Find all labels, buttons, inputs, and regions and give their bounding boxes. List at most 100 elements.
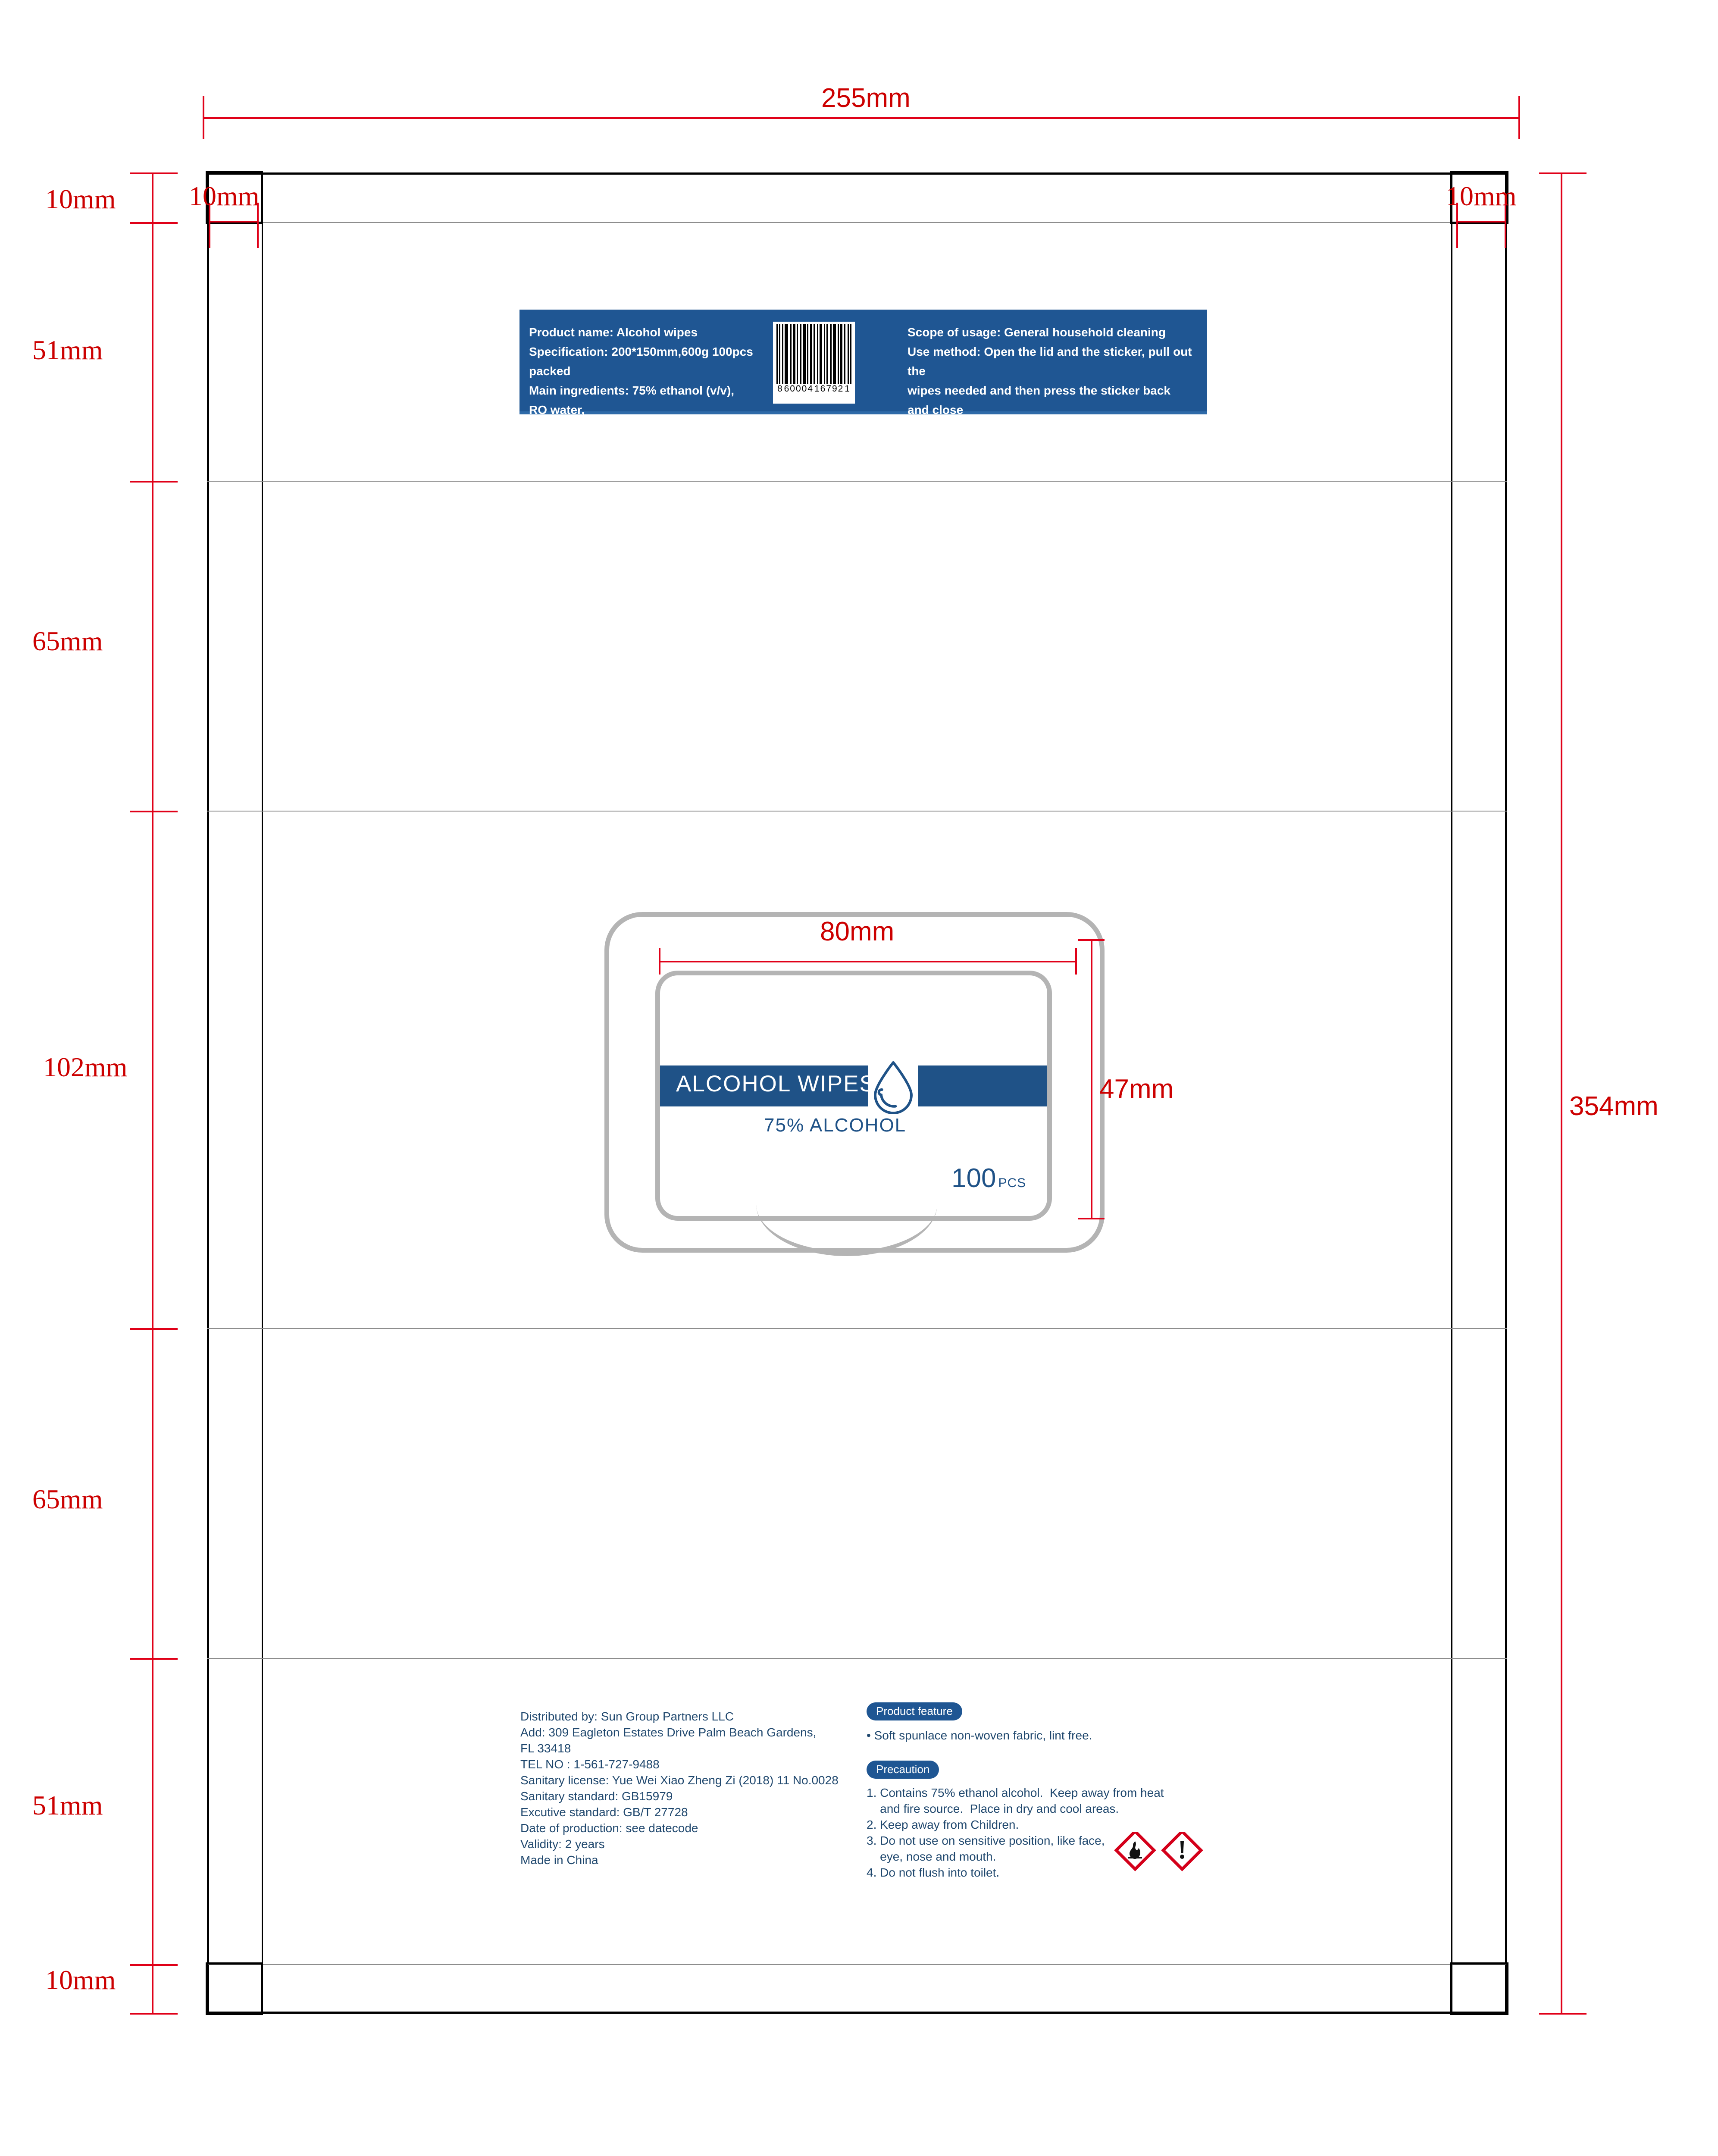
precaution-item: 3. Do not use on sensitive position, lik… [867, 1834, 1105, 1847]
info-right-column: Scope of usage: General household cleani… [908, 323, 1192, 439]
precaution-item: 1. Contains 75% ethanol alcohol. Keep aw… [867, 1786, 1164, 1799]
dimension-label-flap-left: 10mm [189, 181, 260, 211]
fold-line-bottom-margin [207, 1964, 1507, 1965]
label-subtitle: 75% ALCOHOL [764, 1115, 907, 1136]
distributor-line: Sanitary license: Yue Wei Xiao Zheng Zi … [520, 1774, 839, 1787]
dimension-label-panel-bottom: 51mm [32, 1790, 103, 1821]
distributor-line: Date of production: see datecode [520, 1821, 698, 1835]
flap-left-ext-b [257, 203, 259, 248]
label-height-tick-top [1078, 939, 1105, 941]
dieline-drawing [206, 171, 1508, 2015]
info-use-method-line3: the lid to avoid alcohol evaporation. [908, 423, 1114, 436]
dimension-label-lower-side: 65mm [32, 1484, 103, 1514]
left-tick-5 [130, 1658, 178, 1660]
distributor-line: TEL NO : 1-561-727-9488 [520, 1758, 660, 1771]
barcode-digit-right: 1 [845, 384, 851, 394]
dimension-label-label-height: 47mm [1099, 1074, 1174, 1104]
info-scope-of-usage: Scope of usage: General household cleani… [908, 326, 1166, 339]
info-ingredients-line1: Main ingredients: 75% ethanol (v/v), RO … [529, 384, 735, 417]
fold-line-left-flap [262, 172, 263, 2014]
flap-left-dim-line [209, 221, 258, 222]
barcode: 8 60004 16792 1 [773, 322, 855, 404]
fold-line-right-flap [1451, 172, 1452, 2014]
ghs07-exclamation-icon [1161, 1832, 1203, 1871]
dimension-label-label-width: 80mm [820, 917, 895, 946]
top-dimension-tick-left [203, 96, 204, 139]
distributor-line: Made in China [520, 1853, 598, 1867]
info-left-column: Product name: Alcohol wipes Specificatio… [529, 323, 753, 439]
product-feature-item: • Soft spunlace non-woven fabric, lint f… [867, 1729, 1092, 1742]
label-width-tick-left [659, 948, 660, 975]
top-dimension-line [203, 117, 1520, 119]
distributor-line: Excutive standard: GB/T 27728 [520, 1805, 688, 1819]
flap-corner-top-left [206, 171, 263, 224]
label-count-number: 100 [951, 1163, 996, 1193]
left-tick-4 [130, 1328, 178, 1330]
right-tick-bottom [1539, 2013, 1587, 2015]
distributor-block: Distributed by: Sun Group Partners LLC A… [520, 1708, 839, 1868]
left-dimension-rule [152, 172, 153, 2014]
barcode-digit-left: 8 [777, 384, 783, 394]
right-dimension-rule [1561, 172, 1562, 2015]
features-precautions-block: Product feature • Soft spunlace non-wove… [867, 1702, 1203, 1880]
label-width-dim-line [659, 961, 1077, 962]
water-drop-icon [874, 1061, 913, 1114]
left-tick-1 [130, 222, 178, 224]
dimension-label-upper-side: 65mm [32, 626, 103, 656]
top-dimension-tick-right [1518, 96, 1520, 139]
flap-right-dim-line [1456, 221, 1505, 222]
fold-line-panel-top [207, 481, 1507, 482]
dimension-label-bottom-margin: 10mm [45, 1965, 116, 1995]
left-tick-0 [130, 172, 178, 174]
dimension-label-overall-width: 255mm [821, 83, 911, 113]
dimension-label-panel-top: 51mm [32, 335, 103, 365]
precaution-item: eye, nose and mouth. [867, 1850, 996, 1863]
label-height-dim-line [1091, 939, 1092, 1219]
flap-right-ext-a [1456, 203, 1458, 248]
product-info-panel: Product name: Alcohol wipes Specificatio… [519, 310, 1207, 436]
fold-line-lower-side [207, 1658, 1507, 1659]
info-use-method-line1: Use method: Open the lid and the sticker… [908, 345, 1192, 378]
lid-dispenser-arc [756, 1204, 937, 1256]
distributor-line: Distributed by: Sun Group Partners LLC [520, 1710, 734, 1723]
precaution-item: 2. Keep away from Children. [867, 1818, 1019, 1831]
dimension-label-top-margin: 10mm [45, 184, 116, 214]
label-count: 100 PCS [951, 1163, 1026, 1194]
flap-corner-bottom-right [1450, 1962, 1508, 2015]
label-blue-band [660, 1065, 1047, 1106]
left-tick-2 [130, 481, 178, 483]
product-feature-heading: Product feature [867, 1702, 962, 1720]
fold-line-top-margin [207, 222, 1507, 223]
barcode-digits-group2: 16792 [814, 384, 844, 394]
distributor-line: Sanitary standard: GB15979 [520, 1789, 673, 1803]
flap-corner-top-right [1450, 171, 1508, 224]
barcode-digits: 8 60004 16792 1 [776, 384, 851, 394]
precaution-list: 1. Contains 75% ethanol alcohol. Keep aw… [867, 1785, 1203, 1880]
label-width-tick-right [1075, 948, 1077, 975]
wipe-lid-artwork: ALCOHOL WIPES 75% ALCOHOL 100 PCS [604, 912, 1105, 1256]
distributor-line: Add: 309 Eagleton Estates Drive Palm Bea… [520, 1726, 817, 1739]
info-product-name: Product name: Alcohol wipes [529, 326, 698, 339]
left-tick-6 [130, 1964, 178, 1966]
label-count-unit: PCS [998, 1176, 1026, 1190]
precaution-item: and fire source. Place in dry and cool a… [867, 1802, 1119, 1815]
left-tick-3 [130, 811, 178, 812]
info-ingredients-line2: spunlace non-woven fabric [529, 423, 685, 436]
dimension-label-front-panel: 102mm [43, 1052, 128, 1082]
precaution-item: 4. Do not flush into toilet. [867, 1866, 1000, 1879]
dieline-outline [207, 172, 1507, 2014]
right-tick-top [1539, 172, 1587, 174]
info-use-method-line2: wipes needed and then press the sticker … [908, 384, 1170, 417]
label-title: ALCOHOL WIPES [676, 1071, 876, 1097]
barcode-bars [776, 324, 852, 384]
hazard-pictogram-group [1114, 1832, 1203, 1871]
fold-line-front-panel [207, 1328, 1507, 1329]
flap-corner-bottom-left [206, 1962, 263, 2015]
distributor-line: Validity: 2 years [520, 1837, 605, 1851]
flap-right-ext-b [1505, 203, 1506, 248]
ghs02-flammable-icon [1114, 1832, 1156, 1871]
left-tick-7 [130, 2013, 178, 2015]
distributor-line: FL 33418 [520, 1742, 571, 1755]
barcode-digits-group1: 60004 [784, 384, 814, 394]
dimension-label-overall-height: 354mm [1569, 1091, 1659, 1121]
